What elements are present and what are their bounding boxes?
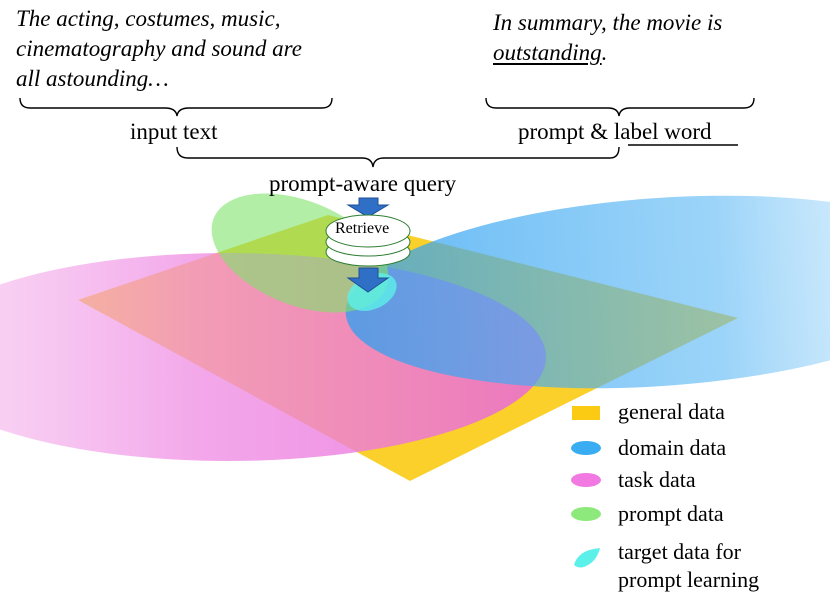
legend-prompt-data: prompt data <box>618 501 724 526</box>
legend-general-data: general data <box>618 399 725 424</box>
retrieve-label: Retrieve <box>335 220 390 237</box>
label-word-inline: outstanding <box>493 40 602 65</box>
general-data-legend-icon <box>572 406 600 420</box>
domain-data-legend-icon <box>571 441 601 455</box>
prompt-text-brace <box>485 97 755 117</box>
input-text-brace <box>19 97 333 117</box>
target-data-legend-icon <box>574 548 600 568</box>
prompt-aware-query-label: prompt-aware query <box>269 171 457 196</box>
prompt-label: prompt & label word <box>518 119 712 145</box>
legend-target-data: target data for <box>618 539 741 564</box>
prompt-text-line: In summary, the movie is <box>493 10 723 35</box>
prompt-text-block: In summary, the movie is outstanding. <box>493 8 813 68</box>
input-text-line: all astounding… <box>16 66 169 91</box>
input-text-line: The acting, costumes, music, <box>16 6 281 31</box>
input-text-line: cinematography and sound are <box>16 36 302 61</box>
task-data-legend-icon <box>571 473 601 487</box>
prompt-period: . <box>601 40 608 65</box>
legend-domain-data: domain data <box>618 435 727 460</box>
domain-data-region <box>345 195 830 389</box>
prompt-data-legend-icon <box>571 507 601 521</box>
legend-target-data-line2: prompt learning <box>618 567 760 592</box>
input-text-block: The acting, costumes, music, cinematogra… <box>16 4 356 94</box>
retrieve-database-icon <box>325 214 411 267</box>
arrow-down-icon <box>346 267 390 293</box>
query-brace <box>176 146 620 168</box>
label-word: label word <box>613 119 712 144</box>
input-text-label: input text <box>130 119 218 144</box>
legend-task-data: task data <box>618 467 696 492</box>
prompt-text-line2: outstanding. <box>493 38 813 68</box>
arrow-down-icon <box>346 197 390 218</box>
prompt-label-prefix: prompt & <box>518 119 614 144</box>
